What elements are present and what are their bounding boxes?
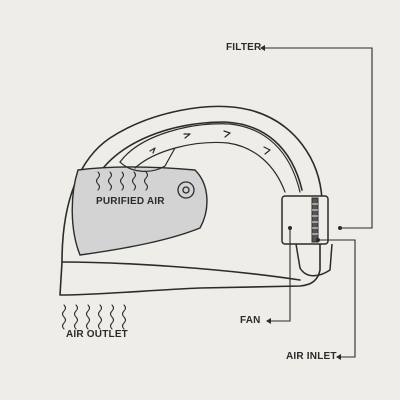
helmet-bottom-rim <box>61 261 301 281</box>
fan-grille <box>311 197 319 243</box>
air-duct-inner <box>134 141 286 193</box>
fan-arrow-icon <box>266 318 271 324</box>
air-outlet-label: AIR OUTLET <box>66 329 128 340</box>
purified-air-waves <box>95 171 149 191</box>
air-inlet-label: AIR INLET <box>286 351 337 362</box>
unit-base <box>295 243 333 277</box>
air-inlet-dot <box>316 238 320 242</box>
filter-label: FILTER <box>226 42 262 53</box>
flow-arrow <box>223 130 231 138</box>
visor <box>71 166 208 256</box>
air-inlet-leader-line <box>318 239 356 358</box>
purified-air-label: PURIFIED AIR <box>96 196 165 207</box>
vent-circle-icon <box>177 181 195 199</box>
air-outlet-waves <box>61 304 127 330</box>
fan-leader-line <box>270 228 291 322</box>
air-duct-outer <box>119 123 301 193</box>
fan-label: FAN <box>240 315 261 326</box>
flow-arrow <box>183 133 191 139</box>
filter-box <box>281 195 329 245</box>
filter-dot <box>338 226 342 230</box>
helmet-shell <box>59 105 323 296</box>
duct-return <box>119 147 176 172</box>
filter-leader-line <box>264 47 373 229</box>
helmet-inner-line <box>97 121 303 191</box>
fan-dot <box>288 226 292 230</box>
flow-arrow <box>263 146 271 155</box>
flow-arrow <box>149 147 156 154</box>
air-inlet-arrow-icon <box>336 354 341 360</box>
filter-arrow-icon <box>260 45 265 51</box>
